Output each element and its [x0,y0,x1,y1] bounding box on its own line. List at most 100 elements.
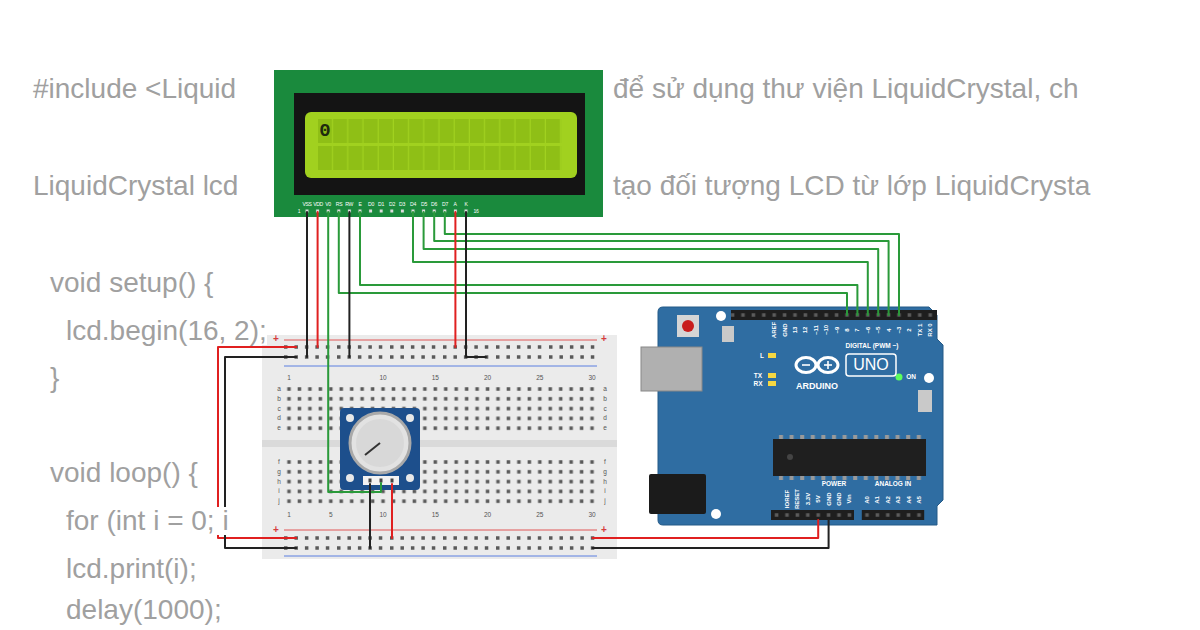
knob-pointer [365,443,380,455]
breadboard-label: a [603,386,607,393]
logo-minus [802,364,810,366]
wire [218,347,296,538]
wire [466,212,486,357]
wire [593,520,829,548]
usb-port [641,347,702,391]
power-header [771,510,854,520]
pin-label: TX 1 [917,324,923,337]
power-led [896,374,903,381]
pin-label: D6 [431,201,437,206]
potentiometer-knob [356,419,404,467]
reset-button [682,320,694,332]
code-text: void loop() { [50,459,198,487]
rail-sign: + [601,334,607,344]
brand-name: ARDUINO [796,382,838,391]
pin-label: A2 [885,496,891,504]
breadboard-label: a [277,386,281,393]
pin-label: 16 [474,208,479,213]
potentiometer-board [340,408,420,490]
breadboard-label: 1 [287,512,291,519]
pin-label: IOREF [784,490,790,508]
pin-label: 5V [815,495,821,502]
wire [348,212,350,357]
wire [454,212,456,347]
power-header-pins [771,510,854,520]
code-text: void setup() { [50,269,213,297]
pin-label: ~3 [896,327,902,334]
code-text: lcd.begin(16, 2); [66,317,267,345]
breadboard-label: f [604,459,606,466]
wire [593,520,819,538]
breadboard-label: 20 [484,375,491,382]
board-label: L [760,353,764,360]
chip-notch [787,454,793,460]
pin-label: RW [346,201,354,206]
breadboard-label: c [603,405,606,412]
code-text: delay(1000); [66,596,222,624]
pin-label: 2 [906,328,912,331]
pin-label: 1 [298,208,300,213]
pin-label: D3 [399,201,405,206]
breadboard-label: h [277,478,281,485]
breadboard-label: 25 [536,375,543,382]
pin-label: ~5 [875,327,881,334]
lcd-pin-row [302,208,472,214]
arduino-logo [796,358,816,373]
breadboard-label: c [277,405,280,412]
pin-label: ~6 [865,327,871,334]
pin-label: ~9 [834,327,840,334]
rail-line [284,340,597,341]
digital-header [731,310,937,320]
pin-label: D1 [378,201,384,206]
pin-label: V0 [325,201,331,206]
mount-hole [406,474,414,482]
potentiometer-pin [391,479,394,483]
led [768,381,776,386]
board-label: ON [906,374,916,381]
icsp-header [722,326,734,342]
lcd-screen [305,112,577,178]
breadboard-label: d [603,415,607,422]
pin-label: RS [336,201,342,206]
mount-hole [346,474,354,482]
pin-label: 7 [854,328,860,331]
wire [317,212,319,347]
mount-hole [716,311,726,321]
breadboard-label: 25 [536,512,543,519]
mount-hole [406,414,414,422]
wire [413,212,868,315]
breadboard-label: j [278,498,279,505]
wire [391,484,393,538]
potentiometer-pin [369,479,372,483]
chip-pins [775,435,924,439]
rail-sign: + [273,525,279,535]
code-text: LiquidCrystal lcd [33,172,238,200]
rail-holes [283,533,601,553]
pin-label: VSS [302,201,311,206]
breadboard-label: 15 [432,512,439,519]
pin-label: 4 [886,328,892,331]
reset-button [677,315,699,337]
pin-label: VDD [313,201,323,206]
wire [225,357,296,548]
pin-label: 13 [792,327,798,334]
pin-label: D2 [389,201,395,206]
pin-label: E [358,201,361,206]
breadboard-gap [262,440,617,447]
pin-label: A1 [874,496,880,504]
lcd-cells [318,119,561,173]
pin-label: GND [836,492,842,505]
lcd-bezel [294,93,585,195]
pin-label: GND [782,323,788,336]
chip-pins [775,476,924,480]
icsp-header [918,390,932,412]
arduino-logo [818,358,838,373]
pin-label: GND [826,492,832,505]
breadboard-label: e [277,425,281,432]
rail-line [284,530,597,531]
board-label: TX [754,373,762,380]
breadboard-label: 5 [329,512,333,519]
pin-label: A5 [916,496,922,504]
